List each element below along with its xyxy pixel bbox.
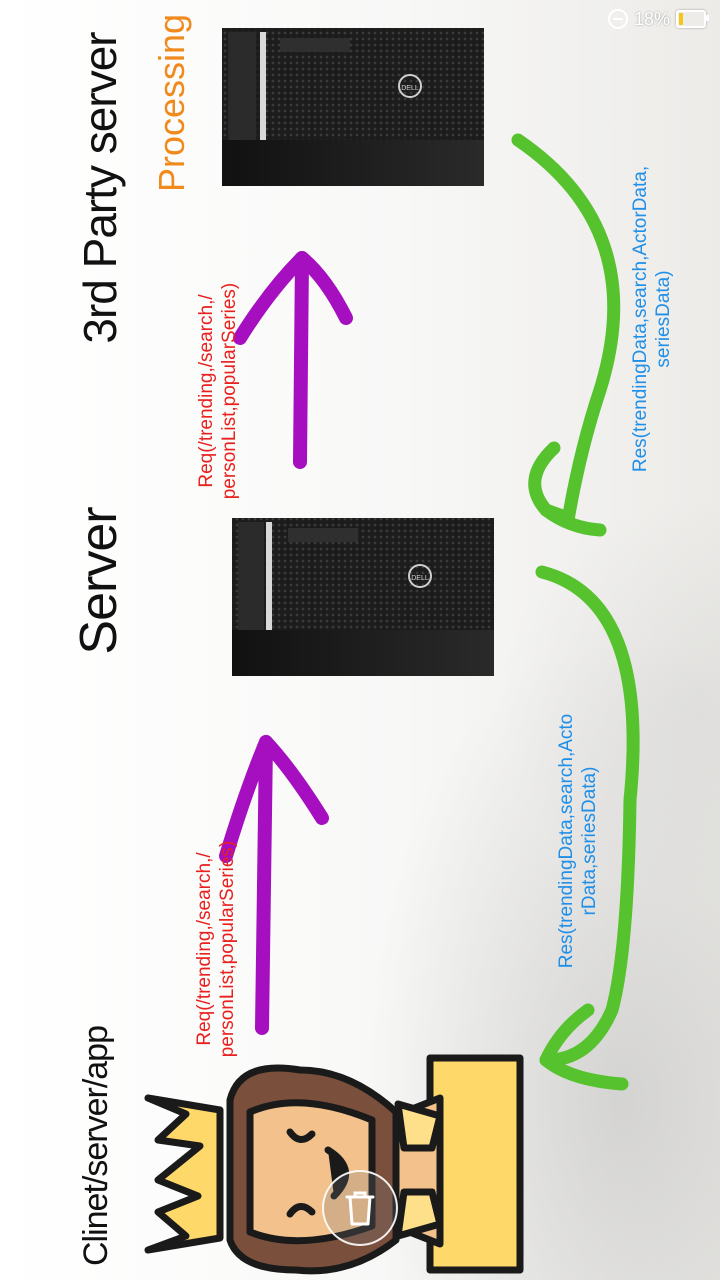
response-label-top: Res(trendingData,search,ActorData, serie… <box>630 165 674 473</box>
svg-text:DELL: DELL <box>401 85 419 92</box>
battery-fill <box>679 13 683 25</box>
trash-icon <box>345 1191 375 1226</box>
request-arrow-top <box>233 251 353 469</box>
request-label-top: Req(/trending,/search,/ personList,popul… <box>196 282 240 500</box>
svg-text:DELL: DELL <box>411 575 429 582</box>
processing-label: Processing <box>151 13 192 192</box>
response-label-bottom: Res(trendingData,search,Acto rData,serie… <box>556 713 600 969</box>
status-bar: 18% <box>607 6 709 32</box>
client-label: Clinet/server/app <box>77 1026 115 1267</box>
battery-percentage: 18% <box>633 8 670 29</box>
response-arrow-bottom <box>535 565 640 1091</box>
server-label: Server <box>70 507 128 655</box>
response-arrow-top <box>511 133 621 537</box>
request-label-bottom: Req(/trending,/search,/ personList,popul… <box>194 840 238 1058</box>
server-tower-icon: DELL <box>232 518 494 676</box>
battery-icon <box>676 10 709 28</box>
do-not-disturb-icon <box>607 9 628 29</box>
third-party-server-label: 3rd Party server <box>74 32 126 344</box>
request-arrow-bottom <box>219 735 329 1035</box>
server-tower-icon: DELL <box>222 28 484 186</box>
delete-button[interactable] <box>322 1170 398 1246</box>
